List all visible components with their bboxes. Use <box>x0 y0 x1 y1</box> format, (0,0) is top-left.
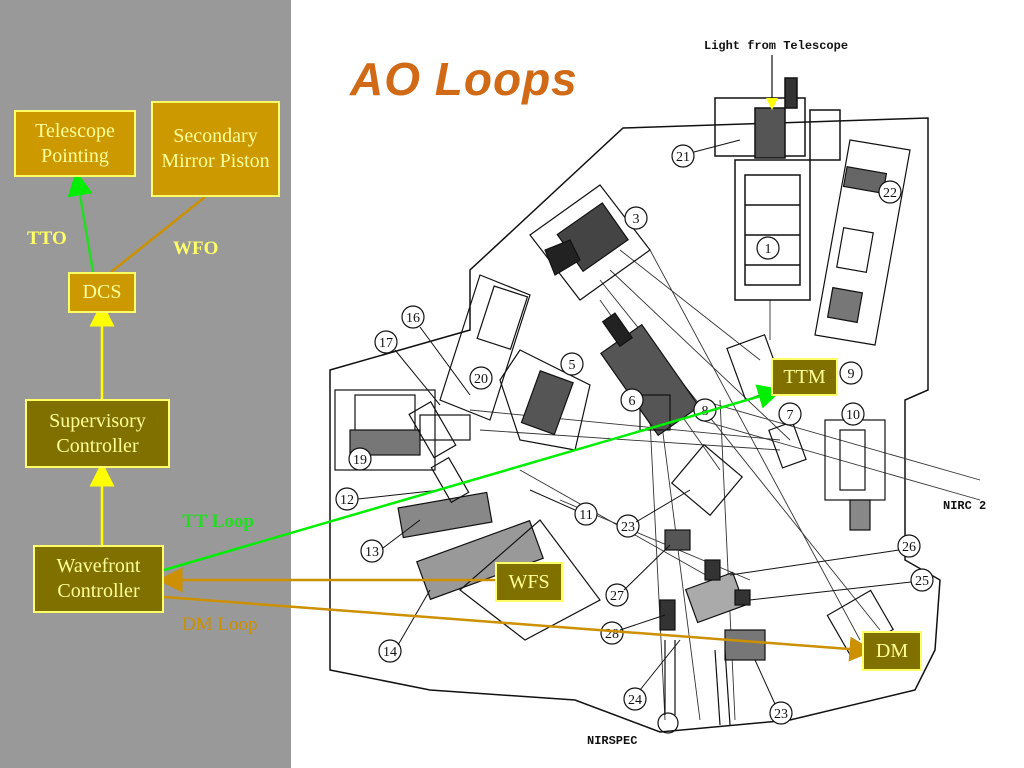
component-3 <box>529 184 651 301</box>
callout-13: 13 <box>365 545 379 560</box>
callout-11: 11 <box>579 508 592 523</box>
wfs-box: WFS <box>495 562 563 602</box>
callout-12: 12 <box>340 493 354 508</box>
callout-5: 5 <box>569 358 576 373</box>
ttm-box: TTM <box>771 358 838 396</box>
dm-loop-line <box>163 595 875 662</box>
tt-loop-line <box>163 384 784 572</box>
callout-1: 1 <box>765 242 772 257</box>
component-1-20 <box>714 55 841 301</box>
callout-9: 9 <box>848 367 855 382</box>
nirc2-label: NIRC 2 <box>943 499 986 513</box>
wavefront-controller-box: Wavefront Controller <box>33 545 164 613</box>
wfo-label: WFO <box>173 238 219 259</box>
tt-loop-label: TT Loop <box>182 511 254 532</box>
nirspec-label: NIRSPEC <box>587 734 637 748</box>
callout-numbers: 21 1 22 3 16 17 20 5 6 8 9 7 10 19 12 11… <box>340 150 929 722</box>
callout-6: 6 <box>629 394 636 409</box>
dcs-box: DCS <box>68 272 136 313</box>
callout-20: 21 <box>676 150 690 165</box>
callout-19: 20 <box>474 372 488 387</box>
callout-18: 19 <box>353 453 367 468</box>
control-arrows <box>67 170 206 545</box>
supervisory-controller-box: Supervisory Controller <box>25 399 170 468</box>
component-23-28 <box>657 529 894 734</box>
component-5-19 <box>439 274 591 451</box>
dm-box: DM <box>862 631 922 671</box>
tto-label: TTO <box>27 228 67 249</box>
callout-7: 7 <box>787 408 794 423</box>
wfo-line <box>110 196 206 273</box>
callout-26: 26 <box>902 540 916 555</box>
callout-10: 10 <box>846 408 860 423</box>
telescope-pointing-box: Telescope Pointing <box>14 110 136 177</box>
callout-14: 14 <box>383 645 397 660</box>
slide-title: AO Loops <box>350 53 578 105</box>
callout-28: 28 <box>605 627 619 642</box>
callout-leaders <box>357 139 912 705</box>
loop-lines <box>157 384 875 662</box>
callout-16: 16 <box>406 311 420 326</box>
tto-arrow <box>67 170 95 273</box>
callout-22: 23 <box>621 520 635 535</box>
callout-24: 24 <box>628 693 642 708</box>
callout-21: 22 <box>883 186 897 201</box>
component-12-14 <box>397 401 601 641</box>
callout-27: 27 <box>610 589 624 604</box>
callout-17: 17 <box>379 336 393 351</box>
component-10 <box>824 419 886 531</box>
component-21 <box>814 139 911 346</box>
callouts <box>335 144 934 725</box>
secondary-mirror-piston-box: Secondary Mirror Piston <box>151 101 280 197</box>
callout-3: 3 <box>633 212 640 227</box>
callout-25: 25 <box>915 574 929 589</box>
dm-loop-label: DM Loop <box>182 614 258 635</box>
component-18 <box>334 389 471 471</box>
light-from-telescope-label: Light from Telescope <box>704 39 848 53</box>
callout-23: 23 <box>774 707 788 722</box>
